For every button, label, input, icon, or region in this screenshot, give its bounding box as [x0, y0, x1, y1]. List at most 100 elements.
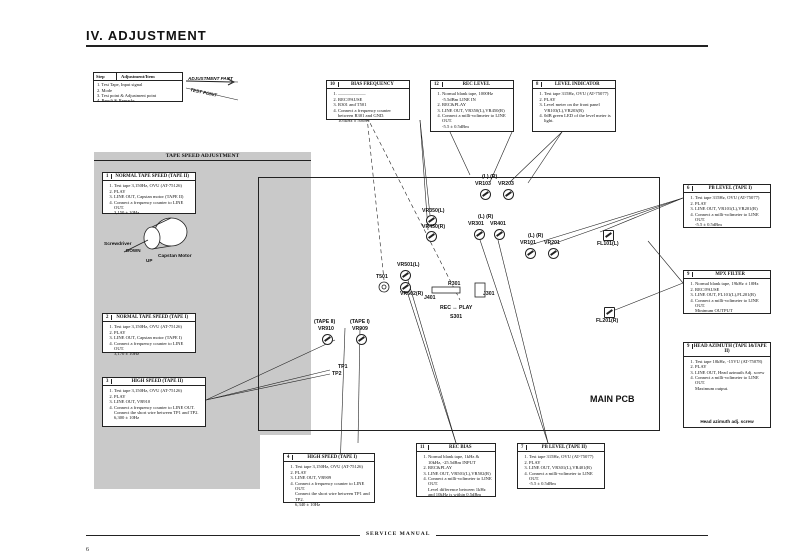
vr910-pot: [322, 334, 333, 345]
box-num: 7: [521, 445, 528, 451]
box-result: -5.5 ± 0.5dBm: [442, 123, 469, 129]
box-num: 1: [106, 174, 113, 180]
box-result: 3,150 ± 10Hz: [114, 210, 140, 216]
main-pcb-label: MAIN PCB: [590, 394, 635, 404]
tp2-label: TP2: [332, 371, 342, 377]
lr-label-mid: (L) (R): [478, 214, 494, 220]
box-step: Test tape 315Hz, OVU (AT-75077): [529, 454, 601, 459]
vr103-pot: [480, 189, 491, 200]
vr350-label: VR350(L): [422, 208, 445, 214]
box-num: 12: [434, 82, 443, 88]
box-step: LINE OUT, VR909: [295, 475, 371, 480]
lr-label-top: (L) (R): [482, 174, 498, 180]
box-pb-level-tape1: 6PB LEVEL (TAPE I) Test tape 315Hz, OVU …: [683, 184, 771, 228]
box-step: LINE OUT, Capstan motor (TAPE II): [114, 194, 192, 199]
box-step: Test tape 10kHz, -15VU (AT-75078): [695, 359, 767, 364]
legend-header-step: Step: [94, 73, 117, 81]
box-step: Test tape 3,150Hz, OVU (AT-75126): [114, 388, 202, 393]
fl201-label: FL201(R): [596, 318, 619, 324]
footer-label: SERVICE MANUAL: [360, 531, 437, 537]
box-result: 6,340 ± 10Hz: [295, 502, 321, 508]
box-step: PLAY: [295, 470, 371, 475]
box-title: MPX FILTER: [715, 272, 745, 277]
box-step: LINE OUT, FL101(L),FL201(R): [695, 292, 767, 297]
box-step: Test tape 3,150Hz, OVU (AT-75126): [295, 464, 371, 469]
tp1-label: TP1: [338, 364, 348, 370]
box-title: LEVEL INDICATOR: [554, 82, 600, 87]
vr301-label: VR301: [468, 221, 484, 227]
down-label: DOWN: [126, 248, 141, 253]
box-num: 11: [420, 445, 429, 451]
box-step: REC/PAUSE: [695, 287, 767, 292]
legend-row: 2. Mode: [97, 87, 112, 93]
up-label: UP: [146, 258, 153, 263]
vr203-label: VR203: [498, 181, 514, 187]
box-num: 9: [687, 344, 694, 350]
s301-label: S301: [450, 314, 463, 320]
box-step: LINE OUT, VR301(L),VR401(R): [529, 465, 601, 470]
vr502-pot: [400, 282, 411, 293]
box-result: -5.5 ± 0.5dBm: [695, 222, 722, 228]
box-step: Connect a milli-voltmeter to LINE OUT.: [695, 212, 767, 223]
box-result: Maximum output.: [695, 385, 729, 391]
tape2-label: (TAPE II): [314, 319, 336, 325]
fl101-label: FL101(L): [597, 241, 619, 247]
box-step: LINE OUT, VR501(L),VR502(R): [428, 471, 492, 476]
box-result: Level difference between 1kHz and 10kHz …: [428, 486, 486, 498]
screwdriver-label: Screwdriver: [104, 242, 132, 247]
box-step: Connect a milli-voltmeter to LINE OUT.: [695, 298, 767, 309]
vr501-label: VR501(L): [397, 262, 420, 268]
box-step: Normal blank tape, 1000Hz -5.5dBm LINE I…: [442, 91, 510, 102]
box-step: REC/PAUSE: [338, 97, 406, 102]
vr203-pot: [503, 189, 514, 200]
box-title: NORMAL TAPE SPEED (TAPE I): [116, 315, 189, 320]
vr450-pot: [426, 231, 437, 242]
box-title: PB LEVEL (TAPE II): [541, 445, 587, 450]
box-num: 6: [687, 186, 694, 192]
box-step: Connect a frequency counter to LINE OUT.: [295, 481, 371, 492]
box-step: Connect a frequency counter between R301…: [338, 108, 406, 119]
box-step: Test tape 315Hz, OVU (AT-75077): [544, 91, 612, 96]
box-step: 0dB green LED of the level meter is ligh…: [544, 113, 612, 124]
main-pcb-outline: [258, 177, 660, 431]
t501-label: T501: [376, 274, 388, 280]
box-step: LINE OUT, Head azimuth Adj. screw: [695, 370, 767, 375]
box-result: -5.5 ± 0.5dBm: [529, 481, 556, 487]
box-step: PLAY: [544, 97, 612, 102]
vr909-pot: [356, 334, 367, 345]
box-num: 3: [106, 379, 113, 385]
box-step: Connect a milli-voltmeter to LINE OUT.: [428, 476, 492, 487]
box-pb-level-tape2: 7 PB LEVEL (TAPE II) Test tape 315Hz, OVU…: [517, 443, 605, 489]
box-result: 105kHz ± 500Hz: [338, 118, 370, 124]
box-step: PLAY: [114, 394, 202, 399]
legend-table: Step Adjustment/Item 1. Test Tape, Input…: [93, 72, 183, 104]
box-title: REC LEVEL: [462, 82, 491, 87]
box-step: REC&PLAY: [428, 465, 492, 470]
legend-row: 4. Result & Remarks: [97, 98, 135, 104]
capstan-motor-label: Capstan Motor: [158, 254, 192, 259]
vr909-label: VR909: [352, 326, 368, 332]
box-step: Connect a frequency counter to LINE OUT.: [114, 200, 192, 211]
box-title: NORMAL TAPE SPEED (TAPE II): [115, 174, 189, 179]
box-num: 4: [287, 455, 294, 461]
box-step: Test tape 3,150Hz, OVU (AT-75126): [114, 183, 192, 188]
box-step: PLAY: [529, 460, 601, 465]
box-step: ——————: [338, 91, 406, 96]
box-rec-level: 12 REC LEVEL Normal blank tape, 1000Hz -5…: [430, 80, 514, 132]
box-step: Connect a frequency counter to LINE OUT.: [114, 405, 202, 410]
vr103-label: VR103: [475, 181, 491, 187]
box-title: PB LEVEL (TAPE I): [708, 186, 752, 191]
section-title: IV. ADJUSTMENT: [86, 28, 207, 43]
legend-header-item: Adjustment/Item: [121, 74, 155, 79]
fl201-coil: [604, 307, 615, 318]
box-step: PLAY: [695, 201, 767, 206]
box-title: HIGH SPEED (TAPE I): [307, 455, 358, 460]
box-num: 2: [106, 315, 113, 321]
lr-label-right: (L) (R): [528, 233, 544, 239]
vr201-pot: [548, 248, 559, 259]
box-step: Connect a frequency counter to LINE OUT.: [114, 341, 192, 352]
box-step: PLAY: [114, 330, 192, 335]
